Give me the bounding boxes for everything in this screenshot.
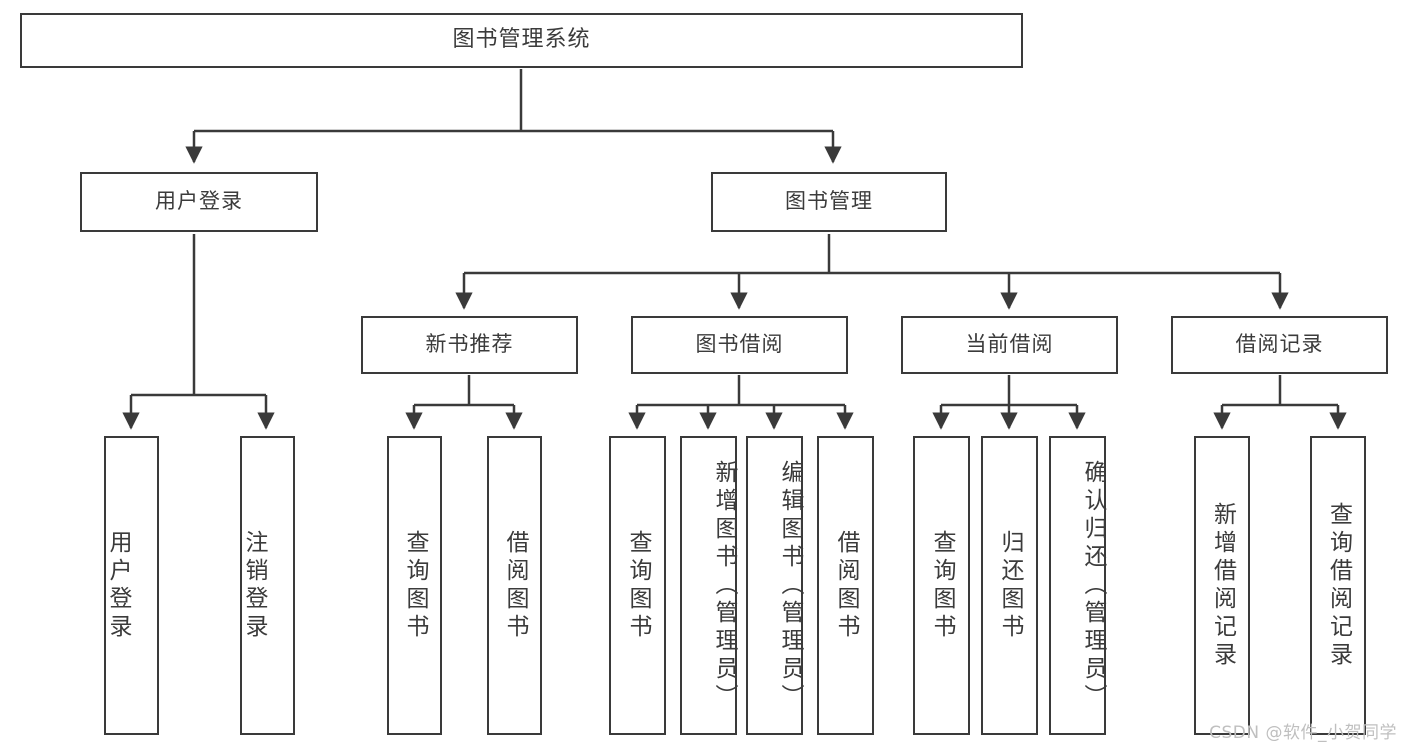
leaf-return-book[interactable]: 归还图书 bbox=[981, 436, 1038, 735]
node-label: 借阅记录 bbox=[1235, 332, 1324, 357]
node-label: 查询图书 bbox=[402, 529, 428, 642]
node-root-system[interactable]: 图书管理系统 bbox=[20, 13, 1023, 68]
node-label: 用户登录 bbox=[155, 189, 243, 214]
node-label: 图书管理 bbox=[785, 189, 873, 214]
node-label: 当前借阅 bbox=[965, 332, 1054, 357]
leaf-add-book[interactable]: 新增图书（管理员） bbox=[680, 436, 737, 735]
node-label: 新增图书（管理员） bbox=[711, 459, 737, 712]
leaf-query-book-1[interactable]: 查询图书 bbox=[387, 436, 442, 735]
node-label: 查询图书 bbox=[929, 529, 955, 642]
watermark-text: CSDN @软件_小贺同学 bbox=[1209, 723, 1397, 743]
leaf-user-login[interactable]: 用户登录 bbox=[104, 436, 159, 735]
leaf-query-record[interactable]: 查询借阅记录 bbox=[1310, 436, 1366, 735]
node-book-borrow[interactable]: 图书借阅 bbox=[631, 316, 848, 374]
node-label: 图书借阅 bbox=[695, 332, 784, 357]
node-label: 图书管理系统 bbox=[452, 27, 591, 53]
node-label: 借阅图书 bbox=[502, 529, 528, 642]
node-label: 注销登录 bbox=[241, 529, 267, 642]
leaf-borrow-book-1[interactable]: 借阅图书 bbox=[487, 436, 542, 735]
leaf-logout[interactable]: 注销登录 bbox=[240, 436, 295, 735]
leaf-query-book-2[interactable]: 查询图书 bbox=[609, 436, 666, 735]
node-user-login[interactable]: 用户登录 bbox=[80, 172, 318, 232]
node-book-manage[interactable]: 图书管理 bbox=[711, 172, 947, 232]
node-label: 用户登录 bbox=[105, 529, 131, 642]
node-label: 新书推荐 bbox=[425, 332, 514, 357]
node-label: 新增借阅记录 bbox=[1209, 501, 1236, 670]
node-label: 查询借阅记录 bbox=[1325, 501, 1352, 670]
node-label: 归还图书 bbox=[997, 529, 1023, 642]
leaf-edit-book[interactable]: 编辑图书（管理员） bbox=[746, 436, 803, 735]
node-borrow-record[interactable]: 借阅记录 bbox=[1171, 316, 1388, 374]
node-label: 借阅图书 bbox=[833, 529, 859, 642]
leaf-query-book-3[interactable]: 查询图书 bbox=[913, 436, 970, 735]
leaf-borrow-book-2[interactable]: 借阅图书 bbox=[817, 436, 874, 735]
leaf-confirm-return[interactable]: 确认归还（管理员） bbox=[1049, 436, 1106, 735]
node-label: 确认归还（管理员） bbox=[1080, 459, 1106, 712]
node-label: 查询图书 bbox=[625, 529, 651, 642]
node-current-borrow[interactable]: 当前借阅 bbox=[901, 316, 1118, 374]
node-new-book-recommend[interactable]: 新书推荐 bbox=[361, 316, 578, 374]
node-label: 编辑图书（管理员） bbox=[777, 459, 803, 712]
leaf-add-record[interactable]: 新增借阅记录 bbox=[1194, 436, 1250, 735]
